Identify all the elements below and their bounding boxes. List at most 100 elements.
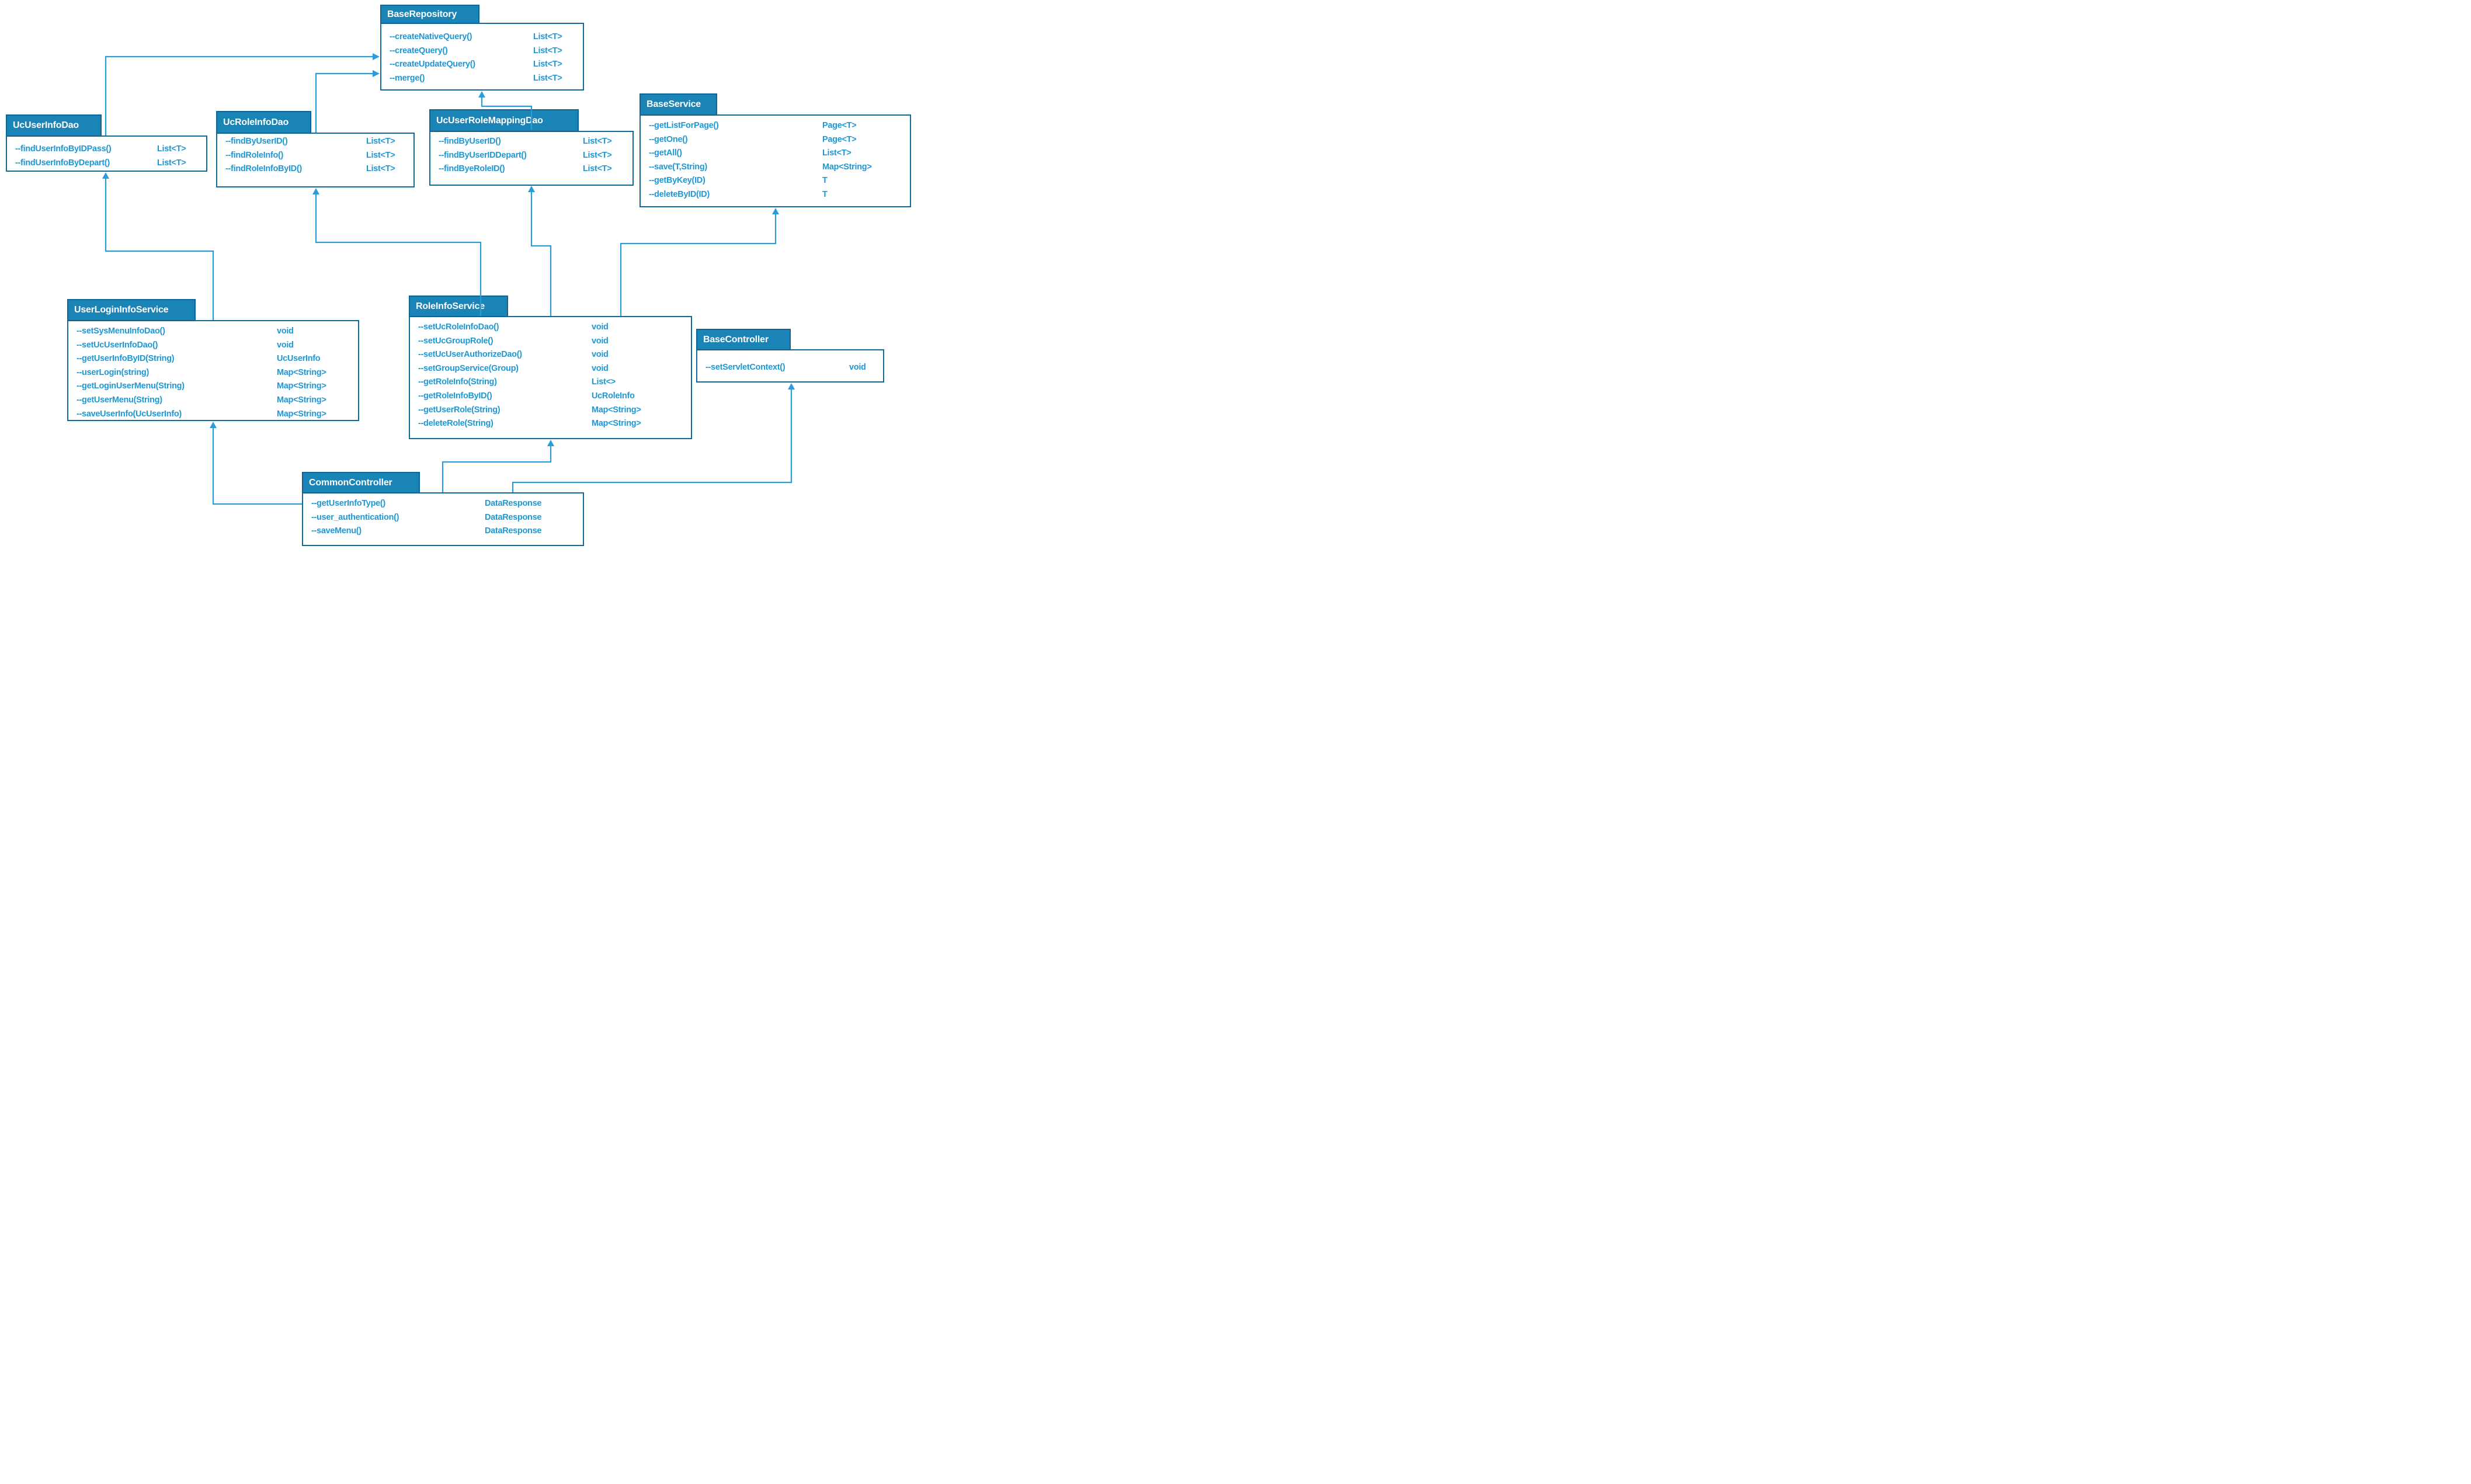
method-row: --merge()List<T> — [380, 72, 584, 86]
method-list: --findUserInfoByIDPass()List<T>--findUse… — [6, 143, 207, 170]
method-return-type: Map<String> — [592, 419, 641, 429]
method-return-type: T — [822, 189, 828, 199]
class-header: UcUserInfoDao — [6, 114, 102, 137]
method-return-type: Map<String> — [592, 405, 641, 415]
method-row: --setSysMenuInfoDao()void — [67, 325, 359, 339]
method-signature: --setUcGroupRole() — [418, 336, 493, 346]
method-row: --findByUserID()List<T> — [429, 135, 634, 149]
method-signature: --getRoleInfo(String) — [418, 377, 497, 387]
method-return-type: List<T> — [533, 60, 562, 69]
method-return-type: List<T> — [366, 164, 395, 174]
class-title: BaseController — [703, 334, 769, 345]
class-body — [640, 114, 911, 207]
method-row: --saveUserInfo(UcUserInfo)Map<String> — [67, 408, 359, 422]
method-list: --getUserInfoType()DataResponse--user_au… — [302, 497, 584, 538]
method-signature: --findRoleInfo() — [225, 150, 284, 160]
method-signature: --getUserInfoByID(String) — [77, 354, 175, 364]
method-signature: --getOne() — [649, 134, 688, 144]
arrowhead-baserepository-left-lower — [373, 70, 380, 77]
class-header: RoleInfoService — [409, 296, 508, 317]
method-return-type: List<T> — [533, 32, 562, 41]
class-title: BaseService — [647, 99, 701, 109]
method-return-type: UcUserInfo — [277, 354, 321, 364]
method-return-type: Map<String> — [277, 409, 326, 419]
class-header: UserLoginInfoService — [67, 299, 196, 321]
method-signature: --setGroupService(Group) — [418, 363, 519, 373]
method-signature: --findByUserID() — [225, 137, 288, 146]
method-return-type: DataResponse — [485, 526, 542, 536]
method-return-type: void — [592, 322, 609, 332]
method-signature: --findByeRoleID() — [439, 164, 505, 174]
class-header: BaseController — [696, 329, 791, 350]
arrowhead-baseservice-bottom — [772, 208, 779, 214]
method-return-type: List<T> — [366, 137, 395, 146]
method-signature: --getUserRole(String) — [418, 405, 501, 415]
method-list: --setSysMenuInfoDao()void--setUcUserInfo… — [67, 325, 359, 421]
connector-commoncontroller-roleinfoservice — [442, 446, 552, 492]
class-title: UserLoginInfoService — [74, 305, 169, 315]
method-signature: --deleteByID(ID) — [649, 189, 710, 199]
method-signature: --createNativeQuery() — [390, 32, 472, 41]
method-row: --findByUserID() List<T> — [216, 135, 415, 149]
method-row: --saveMenu()DataResponse — [302, 524, 584, 538]
method-row: --setUcUserInfoDao()void — [67, 339, 359, 353]
method-row: --findUserInfoByIDPass()List<T> — [6, 143, 207, 157]
method-row: --findRoleInfo() List<T> — [216, 149, 415, 163]
method-return-type: Map<String> — [277, 395, 326, 405]
method-row: --setUcUserAuthorizeDao()void — [409, 348, 692, 362]
method-list: --findByUserID() List<T> --findRoleInfo() L… — [216, 135, 415, 176]
class-title: UcUserInfoDao — [13, 120, 79, 130]
method-return-type: UcRoleInfo — [592, 391, 635, 401]
connector-ucroleinfodao-baserepository — [315, 72, 373, 133]
arrowhead-baserepository-bottom — [478, 91, 485, 98]
method-return-type: Map<String> — [277, 367, 326, 377]
method-return-type: DataResponse — [485, 499, 542, 508]
method-signature: --save(T,String) — [649, 162, 707, 172]
method-row: --findByeRoleID() List<T> — [429, 162, 634, 176]
method-return-type: DataResponse — [485, 512, 542, 522]
method-row: --setUcRoleInfoDao()void — [409, 321, 692, 335]
class-title: CommonController — [309, 477, 392, 488]
method-return-type: List<T> — [822, 148, 852, 158]
arrowhead-baserepository-left-upper — [373, 53, 380, 60]
method-list: --getListForPage()Page<T>--getOne()Page<… — [640, 119, 911, 202]
method-row: --findUserInfoByDepart() List<T> — [6, 157, 207, 171]
method-return-type: List<T> — [157, 158, 186, 168]
method-row: --getOne() Page<T> — [640, 133, 911, 147]
method-return-type: List<T> — [366, 150, 395, 160]
method-signature: --getUserMenu(String) — [77, 395, 162, 405]
arrowhead-ucuserinfodao-bottom — [102, 172, 109, 179]
method-row: --createQuery()List<T> — [380, 44, 584, 58]
method-signature: --findUserInfoByDepart() — [15, 158, 110, 168]
method-return-type: void — [592, 350, 609, 360]
method-list: --setServletContext()void — [696, 361, 884, 375]
method-signature: --getByKey(ID) — [649, 176, 705, 186]
class-body — [696, 349, 884, 383]
method-row: --findByUserIDDepart()List<T> — [429, 149, 634, 163]
method-row: --getByKey(ID)T — [640, 174, 911, 188]
class-header: UcUserRoleMappingDao — [429, 109, 579, 132]
method-row: --findRoleInfoByID()List<T> — [216, 162, 415, 176]
method-return-type: List<T> — [583, 164, 612, 174]
method-return-type: void — [592, 336, 609, 346]
method-row: --deleteByID(ID) T — [640, 188, 911, 202]
method-row: --userLogin(string) Map<String> — [67, 366, 359, 380]
method-return-type: List<T> — [533, 46, 562, 55]
method-signature: --userLogin(string) — [77, 367, 149, 377]
method-list: --findByUserID()List<T>--findByUserIDDep… — [429, 135, 634, 176]
method-row: --getAll()List<T> — [640, 147, 911, 161]
method-row: --getUserRole(String) Map<String> — [409, 404, 692, 418]
class-body — [380, 23, 584, 91]
method-signature: --setServletContext() — [705, 363, 786, 372]
connector-roleinfoservice-baseservice — [620, 214, 777, 316]
class-title: RoleInfoService — [416, 301, 485, 311]
method-row: --createUpdateQuery()List<T> — [380, 58, 584, 72]
connector-commoncontroller-userlogininfoservice — [212, 428, 302, 505]
method-return-type: List<T> — [157, 144, 186, 154]
method-signature: --deleteRole(String) — [418, 419, 493, 429]
method-row: --save(T,String)Map<String> — [640, 161, 911, 175]
method-return-type: Page<T> — [822, 134, 857, 144]
method-row: --getRoleInfoByID()UcRoleInfo — [409, 390, 692, 404]
method-signature: --merge() — [390, 73, 425, 83]
method-row: --getRoleInfo(String)List<> — [409, 376, 692, 390]
